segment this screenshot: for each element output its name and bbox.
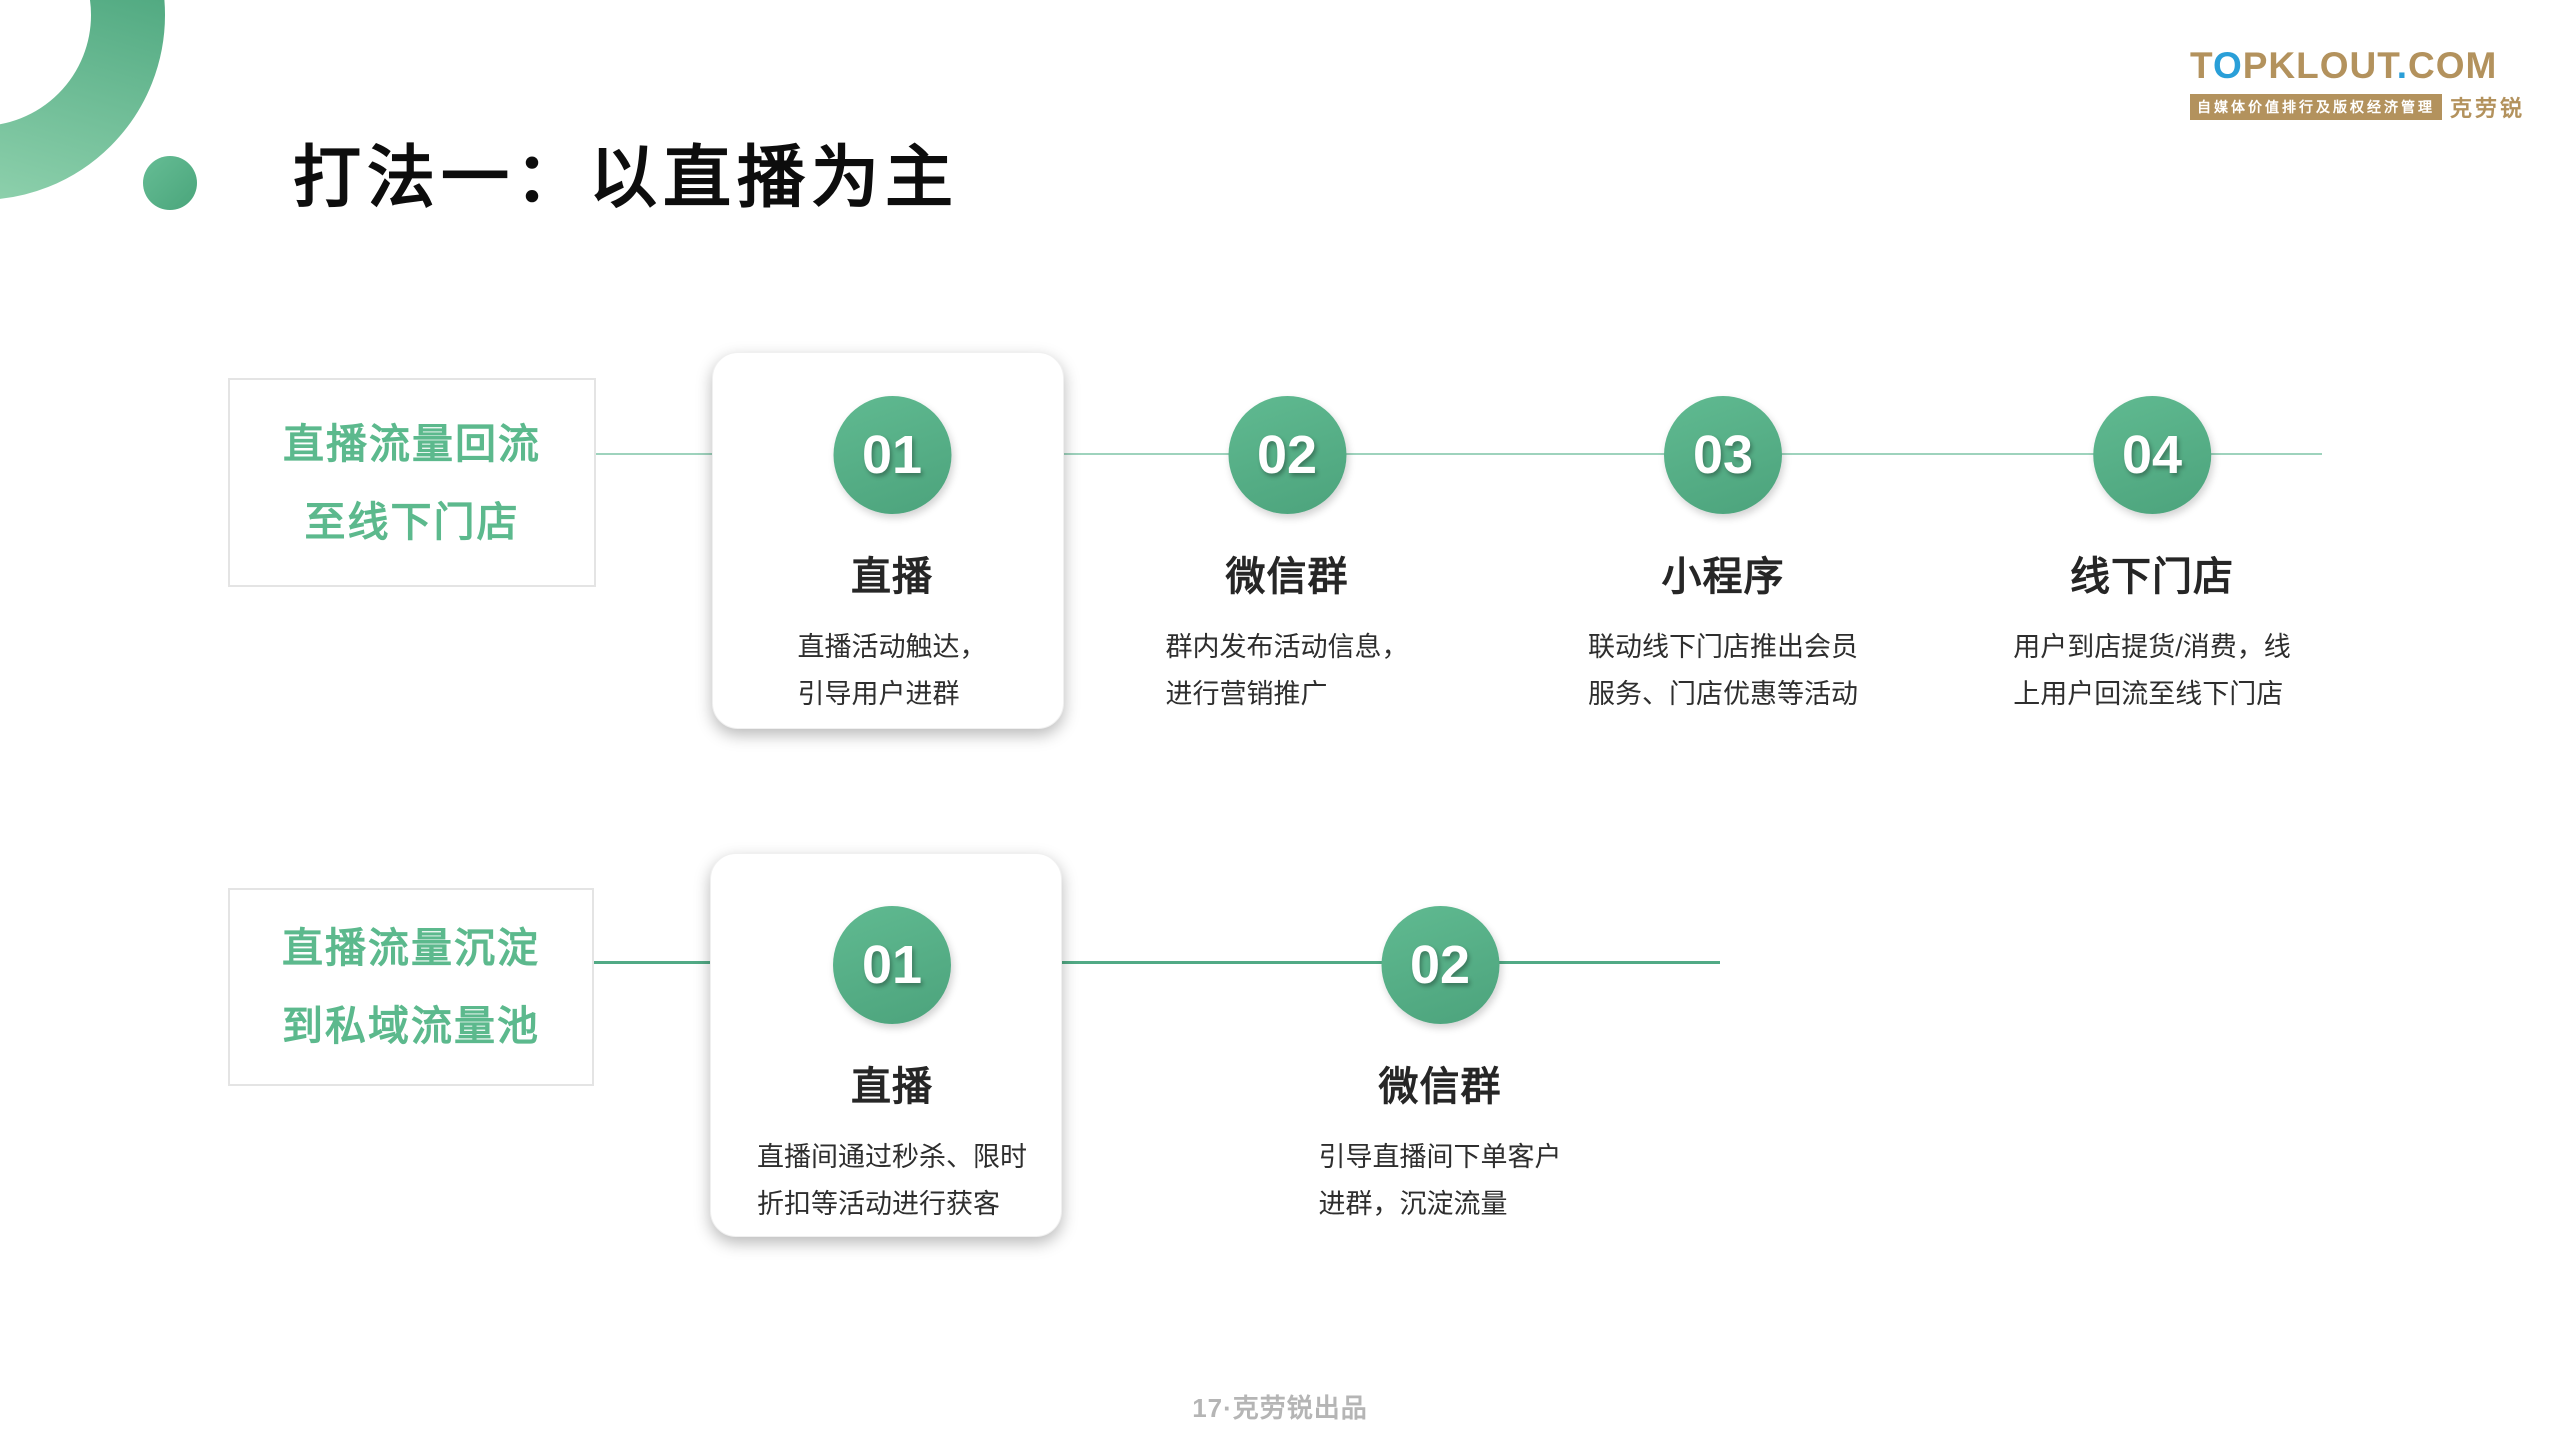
step-desc: 直播间通过秒杀、限时 折扣等活动进行获客 <box>757 1134 1027 1228</box>
step-desc: 群内发布活动信息， 进行营销推广 <box>1166 624 1409 718</box>
ring-shape <box>0 0 165 199</box>
logo-seg-pklout: PKLOUT <box>2242 45 2397 86</box>
step-desc-line2: 上用户回流至线下门店 <box>2013 679 2284 709</box>
step-title: 微信群 <box>1378 1065 1502 1109</box>
flow1-label-box: 直播流量回流 至线下门店 <box>228 378 596 587</box>
topklout-logo: TOPKLOUT.COM 自媒体价值排行及版权经济管理 克劳锐 <box>2190 46 2540 123</box>
step-number: 02 <box>1256 425 1318 485</box>
step-desc: 用户到店提货/消费，线 上用户回流至线下门店 <box>2013 624 2291 718</box>
flow1-step-04: 04 线下门店 用户到店提货/消费，线 上用户回流至线下门店 <box>2013 396 2291 718</box>
flow1-label-line2: 至线下门店 <box>304 498 520 545</box>
flow2-step-01: 01 直播 直播间通过秒杀、限时 折扣等活动进行获客 <box>757 906 1027 1228</box>
step-title: 直播 <box>851 1065 933 1109</box>
step-desc: 引导直播间下单客户 进群，沉淀流量 <box>1319 1134 1562 1228</box>
flow1-connector-line <box>592 453 2322 455</box>
step-number-badge: 01 <box>833 906 951 1024</box>
step-desc-line1: 直播间通过秒杀、限时 <box>757 1142 1027 1172</box>
step-number-badge: 03 <box>1664 396 1782 514</box>
step-desc-line1: 联动线下门店推出会员 <box>1588 632 1858 662</box>
step-number: 01 <box>861 425 923 485</box>
flow1-step-01: 01 直播 直播活动触达， 引导用户进群 <box>798 396 987 718</box>
step-desc-line2: 进群，沉淀流量 <box>1318 1189 1508 1219</box>
page-title: 打法一：以直播为主 <box>293 140 960 216</box>
step-desc-line2: 进行营销推广 <box>1165 679 1328 709</box>
step-title: 微信群 <box>1225 555 1349 599</box>
flow2-connector-line <box>590 961 1720 964</box>
logo-seg-com: COM <box>2408 45 2498 86</box>
corner-dot-icon <box>143 156 197 210</box>
flow1-label-line1: 直播流量回流 <box>283 420 541 467</box>
corner-ring-icon <box>0 0 197 210</box>
step-title: 小程序 <box>1661 555 1785 599</box>
step-desc-line2: 折扣等活动进行获客 <box>757 1189 1000 1219</box>
step-desc-line1: 引导直播间下单客户 <box>1318 1142 1562 1172</box>
flow2-step-02: 02 微信群 引导直播间下单客户 进群，沉淀流量 <box>1319 906 1562 1228</box>
step-desc-line1: 用户到店提货/消费，线 <box>2013 632 2291 662</box>
page-footer: 17·克劳锐出品 <box>1192 1393 1368 1423</box>
step-number-badge: 02 <box>1381 906 1499 1024</box>
step-number: 03 <box>1692 425 1754 485</box>
step-desc-line2: 服务、门店优惠等活动 <box>1588 679 1858 709</box>
step-desc-line2: 引导用户进群 <box>797 679 960 709</box>
step-title: 线下门店 <box>2069 555 2234 599</box>
flow2-label-line1: 直播流量沉淀 <box>282 925 540 971</box>
flow2-label-line2: 到私域流量池 <box>282 1003 540 1049</box>
step-number-badge: 02 <box>1228 396 1346 514</box>
step-title: 直播 <box>851 555 933 599</box>
logo-brand-cn: 克劳锐 <box>2450 96 2526 121</box>
flow1-step-02: 02 微信群 群内发布活动信息， 进行营销推广 <box>1166 396 1409 718</box>
logo-seg-t: T <box>2190 45 2213 86</box>
step-desc-line1: 直播活动触达， <box>797 632 987 662</box>
step-number: 01 <box>861 935 923 995</box>
step-number: 04 <box>2121 425 2183 485</box>
logo-seg-dot: . <box>2396 45 2408 86</box>
logo-wordmark: TOPKLOUT.COM <box>2190 46 2540 86</box>
step-desc-line1: 群内发布活动信息， <box>1165 632 1409 662</box>
step-number-badge: 01 <box>833 396 951 514</box>
flow1-step-03: 03 小程序 联动线下门店推出会员 服务、门店优惠等活动 <box>1588 396 1858 718</box>
logo-tagline: 自媒体价值排行及版权经济管理 <box>2190 94 2442 120</box>
logo-subline: 自媒体价值排行及版权经济管理 克劳锐 <box>2190 91 2540 123</box>
step-desc: 联动线下门店推出会员 服务、门店优惠等活动 <box>1588 624 1858 718</box>
flow2-label-box: 直播流量沉淀 到私域流量池 <box>228 888 594 1086</box>
logo-seg-o: O <box>2212 45 2243 86</box>
step-number-badge: 04 <box>2092 396 2211 514</box>
step-number: 02 <box>1409 935 1471 995</box>
step-desc: 直播活动触达， 引导用户进群 <box>798 624 987 718</box>
